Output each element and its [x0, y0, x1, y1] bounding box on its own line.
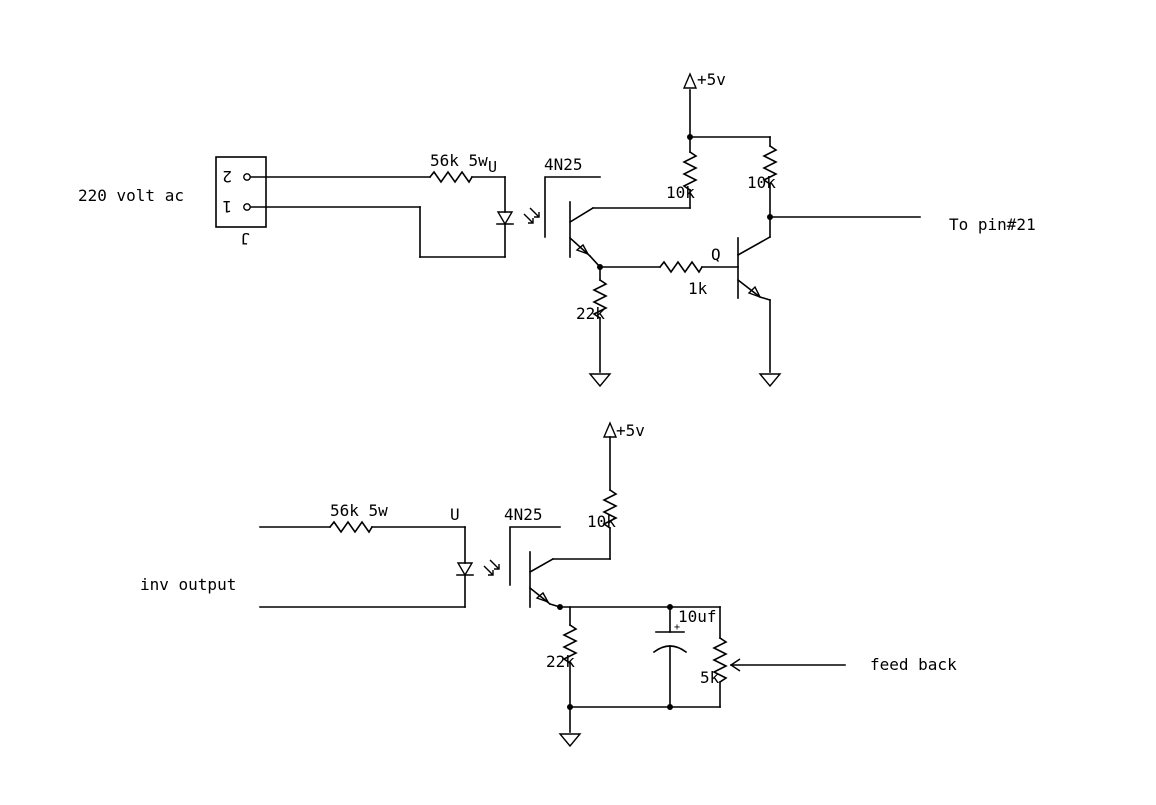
connector-pin-1-label: 1: [222, 197, 232, 216]
pullup-resistor-right-10k: [762, 144, 778, 186]
supply-label-top: +5v: [697, 70, 726, 89]
potentiometer-5k: [712, 636, 728, 684]
capacitor-label: 10uf: [678, 607, 717, 626]
pullup-resistor-left-10k: [682, 150, 698, 192]
bottom-emitter-resistor-label: 22k: [546, 652, 575, 671]
ground-symbol-1: [588, 373, 612, 388]
bottom-pullup-label: 10k: [587, 512, 616, 531]
bottom-opto-light-arrows: [483, 559, 500, 576]
ac-input-label: 220 volt ac: [78, 186, 184, 205]
pullup-right-label: 10k: [747, 173, 776, 192]
bottom-pullup-resistor-10k: [602, 488, 618, 530]
base-resistor-label: 1k: [688, 279, 708, 298]
output-label-top: To pin#21: [949, 215, 1036, 234]
bottom-opto-part-label: 4N25: [504, 505, 543, 524]
supply-label-bottom: +5v: [616, 421, 645, 440]
bottom-circuit: inv output 56k 5w U 4N25 +5v: [140, 421, 957, 748]
feedback-label: feed back: [870, 655, 957, 674]
bottom-opto-box-top: [509, 526, 561, 586]
potentiometer-wiper-arrow: [729, 658, 741, 672]
opto-box-top: [544, 176, 601, 238]
emitter-resistor-label: 22k: [576, 304, 605, 323]
bottom-led-ref-label: U: [450, 505, 460, 524]
transistor-ref-label: Q: [711, 245, 721, 264]
base-resistor-1k: [658, 260, 704, 274]
bottom-input-resistor-56k: [328, 520, 374, 534]
connector-pin-1[interactable]: [243, 203, 251, 211]
ground-symbol-3: [558, 733, 582, 748]
potentiometer-label: 5k: [700, 668, 720, 687]
supply-symbol-top: [682, 72, 698, 89]
input-resistor-56k: [428, 170, 474, 184]
opto-part-label: 4N25: [544, 155, 583, 174]
ground-symbol-2: [758, 373, 782, 388]
input-resistor-label: 56k 5w: [430, 151, 488, 170]
connector-pin-2[interactable]: [243, 173, 251, 181]
supply-symbol-bottom: [602, 421, 618, 438]
led-ref-label: U: [488, 158, 497, 176]
inv-output-label: inv output: [140, 575, 236, 594]
bottom-emitter-resistor-22k: [562, 623, 578, 665]
connector-j-body: [215, 156, 267, 228]
led-diode: [496, 211, 514, 226]
opto-light-arrows: [523, 207, 540, 224]
bottom-led-diode: [456, 562, 474, 577]
emitter-resistor-22k: [592, 278, 608, 320]
bottom-input-resistor-label: 56k 5w: [330, 501, 388, 520]
capacitor-polarity: +: [674, 622, 680, 633]
connector-pin-2-label: 2: [222, 167, 232, 186]
connector-ref-label: J: [240, 229, 250, 248]
pullup-left-label: 10k: [666, 183, 695, 202]
top-circuit: 2 1 J 220 volt ac 56k 5w U 4N25: [78, 70, 1036, 388]
